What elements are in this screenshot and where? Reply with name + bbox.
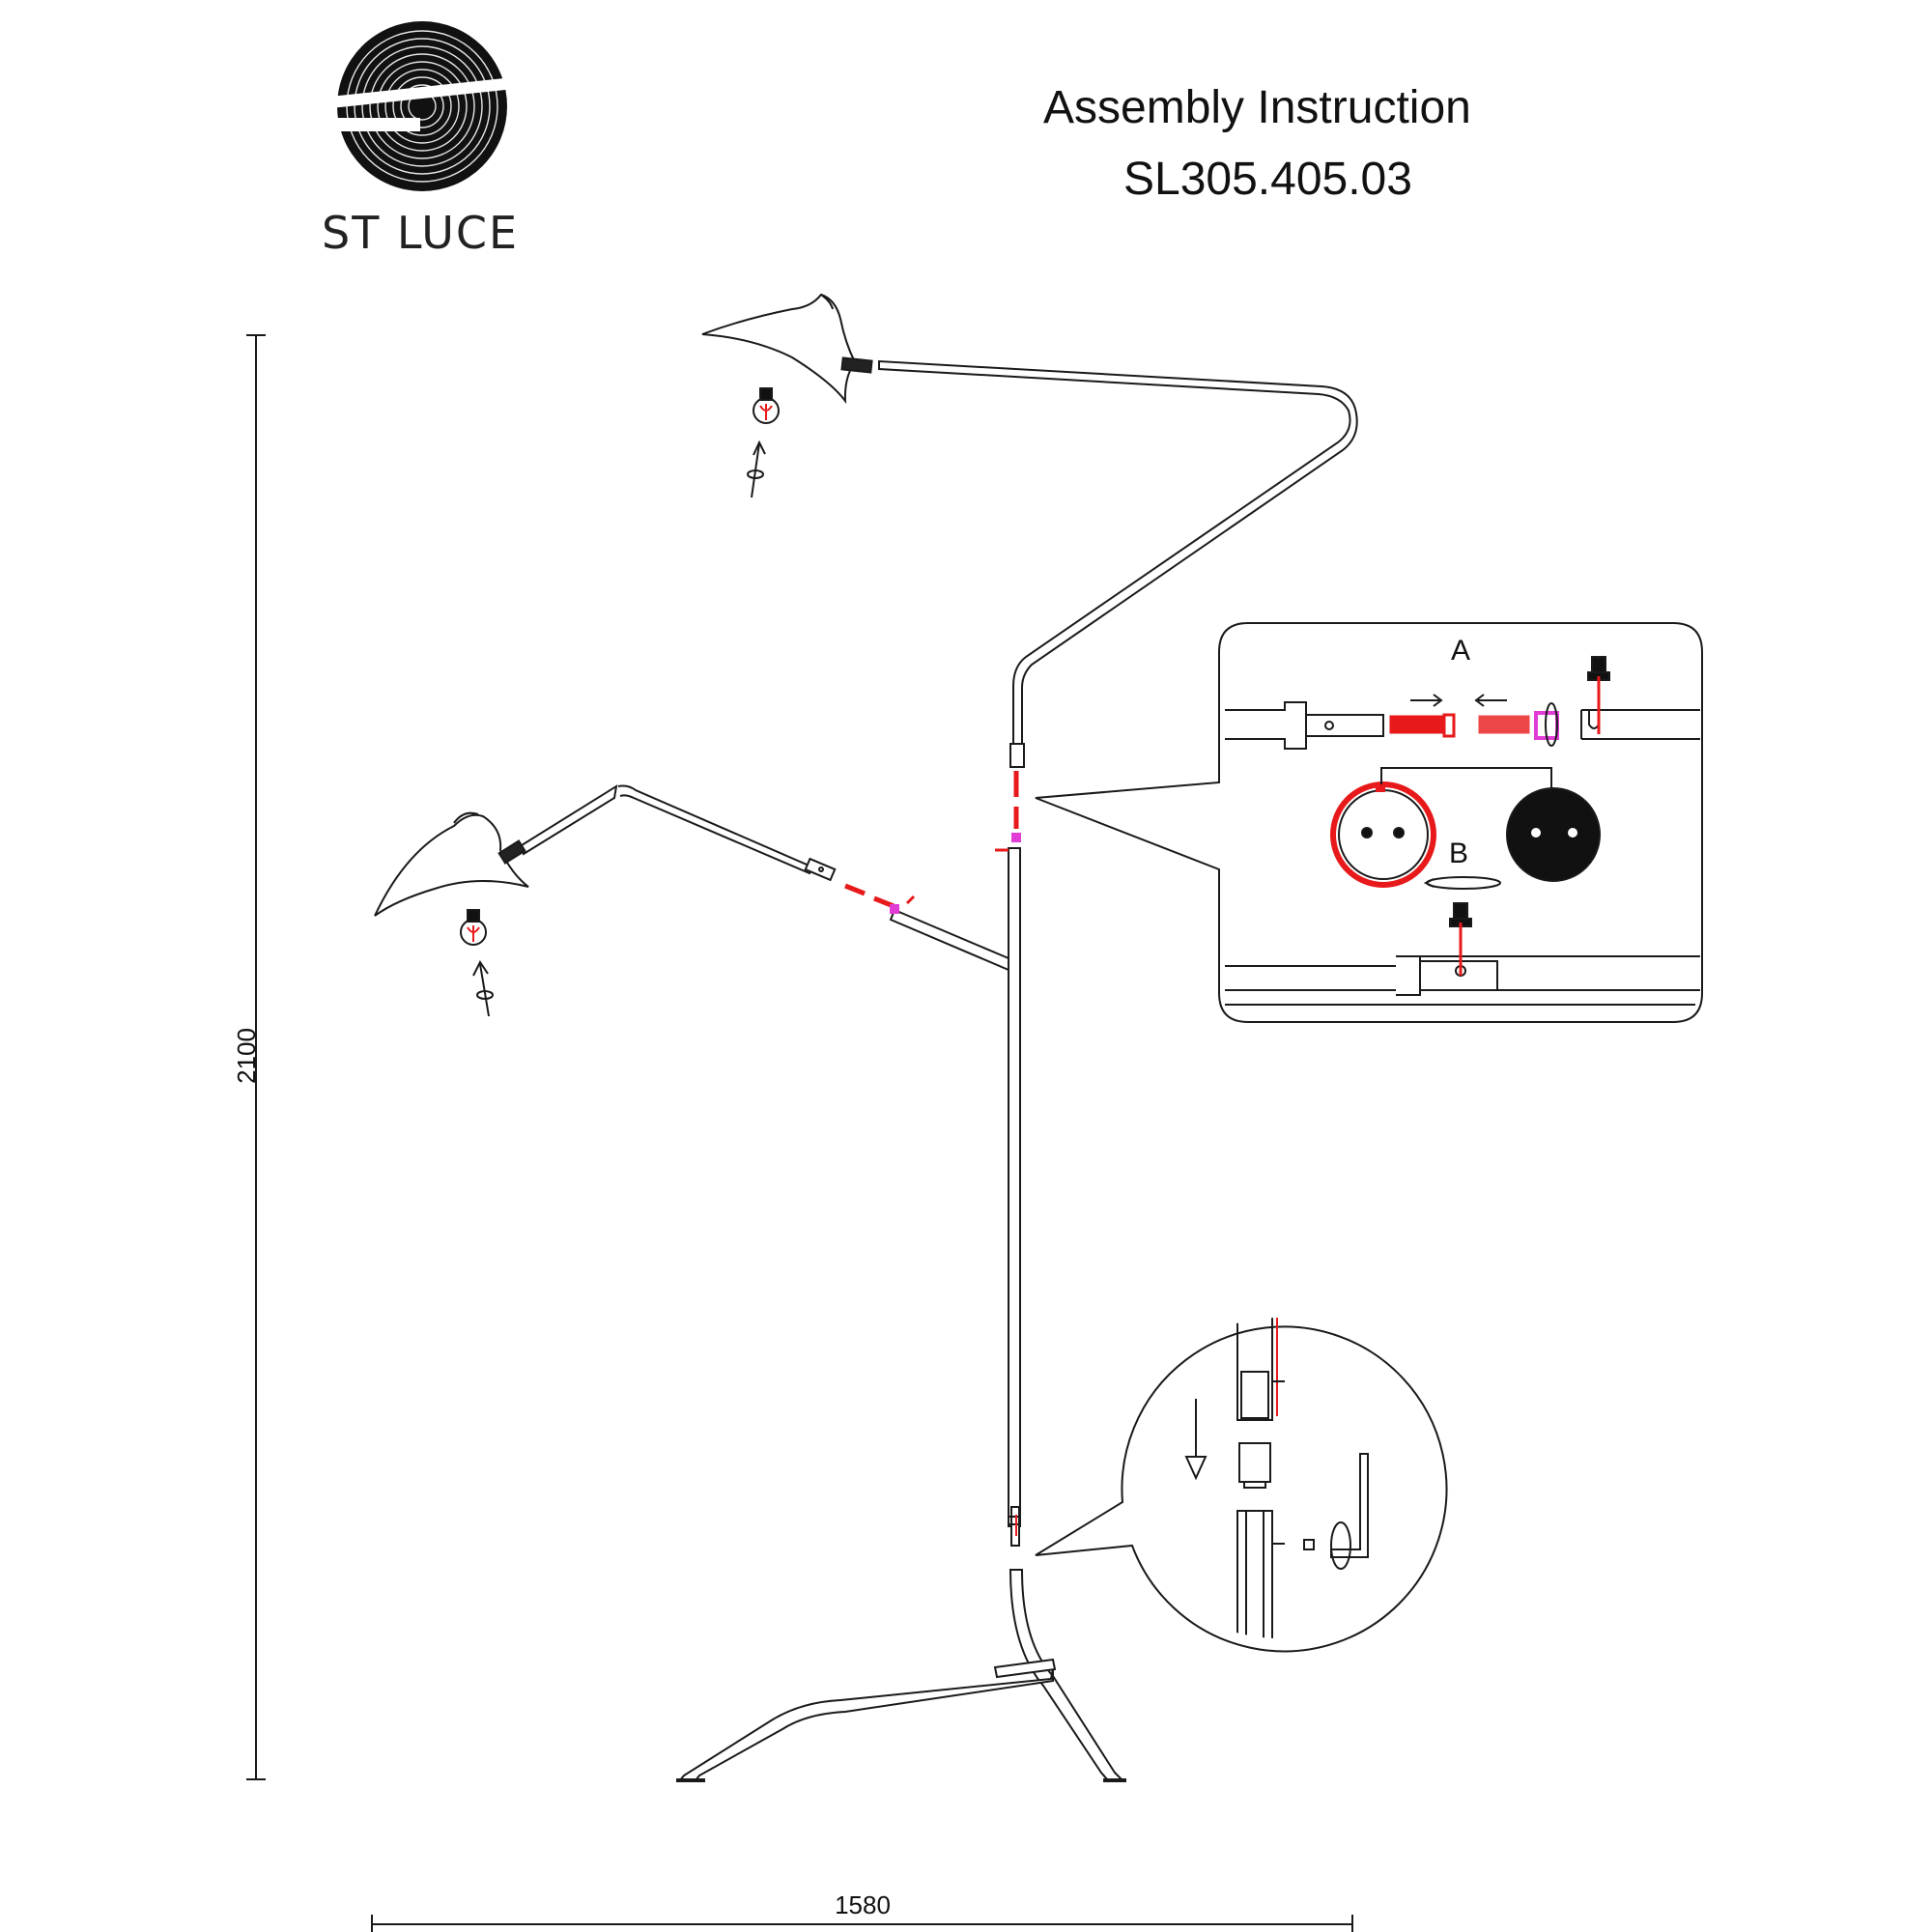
tripod-base: [676, 1569, 1126, 1782]
detail-callout-base: [1035, 1318, 1448, 1653]
connector-accents: [890, 833, 1021, 914]
connector-highlights: [844, 771, 1019, 1536]
top-bulb-icon: [753, 387, 780, 424]
height-dimension: [246, 334, 266, 1780]
label-b: B: [1449, 838, 1468, 869]
model-number: SL305.405.03: [1123, 154, 1412, 205]
label-a: A: [1451, 635, 1470, 667]
left-bulb-icon: [460, 909, 487, 946]
detail-ab-red-parts: [1389, 676, 1601, 976]
top-lamp-shade: [701, 293, 873, 405]
height-label: 2100: [232, 1028, 261, 1084]
brand-name: ST LUCE: [322, 207, 520, 259]
left-rotate-arrow-icon: [472, 960, 494, 1017]
left-lamp-shade: [374, 811, 529, 917]
page-title: Assembly Instruction: [1043, 82, 1471, 133]
lower-arm: [889, 908, 1009, 972]
detail-callout-ab: [1035, 622, 1703, 1023]
brand-logo-icon: [332, 21, 513, 191]
upper-arm: [878, 359, 1358, 768]
detail-ab-rotate-icon: [1545, 702, 1558, 747]
width-label: 1580: [835, 1890, 891, 1919]
top-rotate-arrow-icon: [747, 440, 766, 498]
floor-lamp: [374, 293, 1358, 1782]
main-pole: [1008, 847, 1021, 1547]
lower-rod: [520, 783, 837, 882]
width-dimension: [371, 1915, 1353, 1932]
